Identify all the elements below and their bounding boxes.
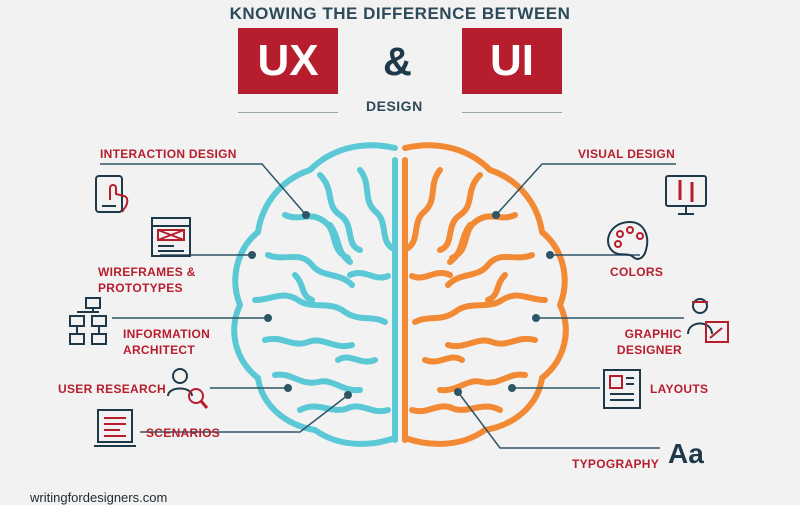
label-information-architect: INFORMATION ARCHITECT: [123, 326, 210, 358]
ampersand: &: [383, 40, 412, 84]
scenario-document-icon: [94, 409, 136, 447]
headline: KNOWING THE DIFFERENCE BETWEEN: [229, 4, 571, 23]
designer-icon: [687, 298, 729, 343]
label-interaction-design: INTERACTION DESIGN: [100, 147, 237, 161]
label-typography: TYPOGRAPHY: [572, 457, 660, 471]
ui-connector-dots: [454, 211, 554, 396]
label-graphic-designer: GRAPHIC DESIGNER: [600, 326, 682, 358]
label-wireframes-line1: WIREFRAMES &: [98, 265, 196, 279]
divider-left: [238, 112, 338, 113]
ui-brain-hemisphere: [402, 142, 569, 447]
monitor-tools-icon: [665, 175, 707, 215]
label-colors: COLORS: [610, 265, 664, 279]
label-user-research: USER RESEARCH: [58, 382, 166, 396]
label-information-line2: ARCHITECT: [123, 343, 196, 357]
label-information-line1: INFORMATION: [123, 327, 211, 341]
sitemap-icon: [69, 297, 107, 345]
layout-icon: [603, 369, 641, 409]
footer-url: writingfordesigners.com: [30, 490, 168, 505]
typography-icon: Aa: [668, 438, 704, 469]
divider-right: [462, 112, 562, 113]
label-visual-design: VISUAL DESIGN: [578, 147, 676, 161]
ux-badge: UX: [238, 28, 338, 94]
touch-tablet-icon: [95, 175, 129, 213]
ui-badge: UI: [462, 28, 562, 94]
label-layouts: LAYOUTS: [650, 382, 709, 396]
ux-connector-dots: [248, 211, 352, 399]
palette-icon: [607, 220, 649, 260]
label-graphic-line1: GRAPHIC: [624, 327, 682, 341]
label-wireframes-line2: PROTOTYPES: [98, 281, 183, 295]
label-wireframes: WIREFRAMES & PROTOTYPES: [98, 264, 196, 296]
ux-brain-hemisphere: [231, 142, 398, 447]
user-search-icon: [167, 368, 209, 409]
wireframe-icon: [151, 217, 191, 257]
label-graphic-line2: DESIGNER: [616, 343, 682, 357]
design-subtitle: DESIGN: [366, 98, 423, 114]
label-scenarios: SCENARIOS: [146, 426, 221, 440]
